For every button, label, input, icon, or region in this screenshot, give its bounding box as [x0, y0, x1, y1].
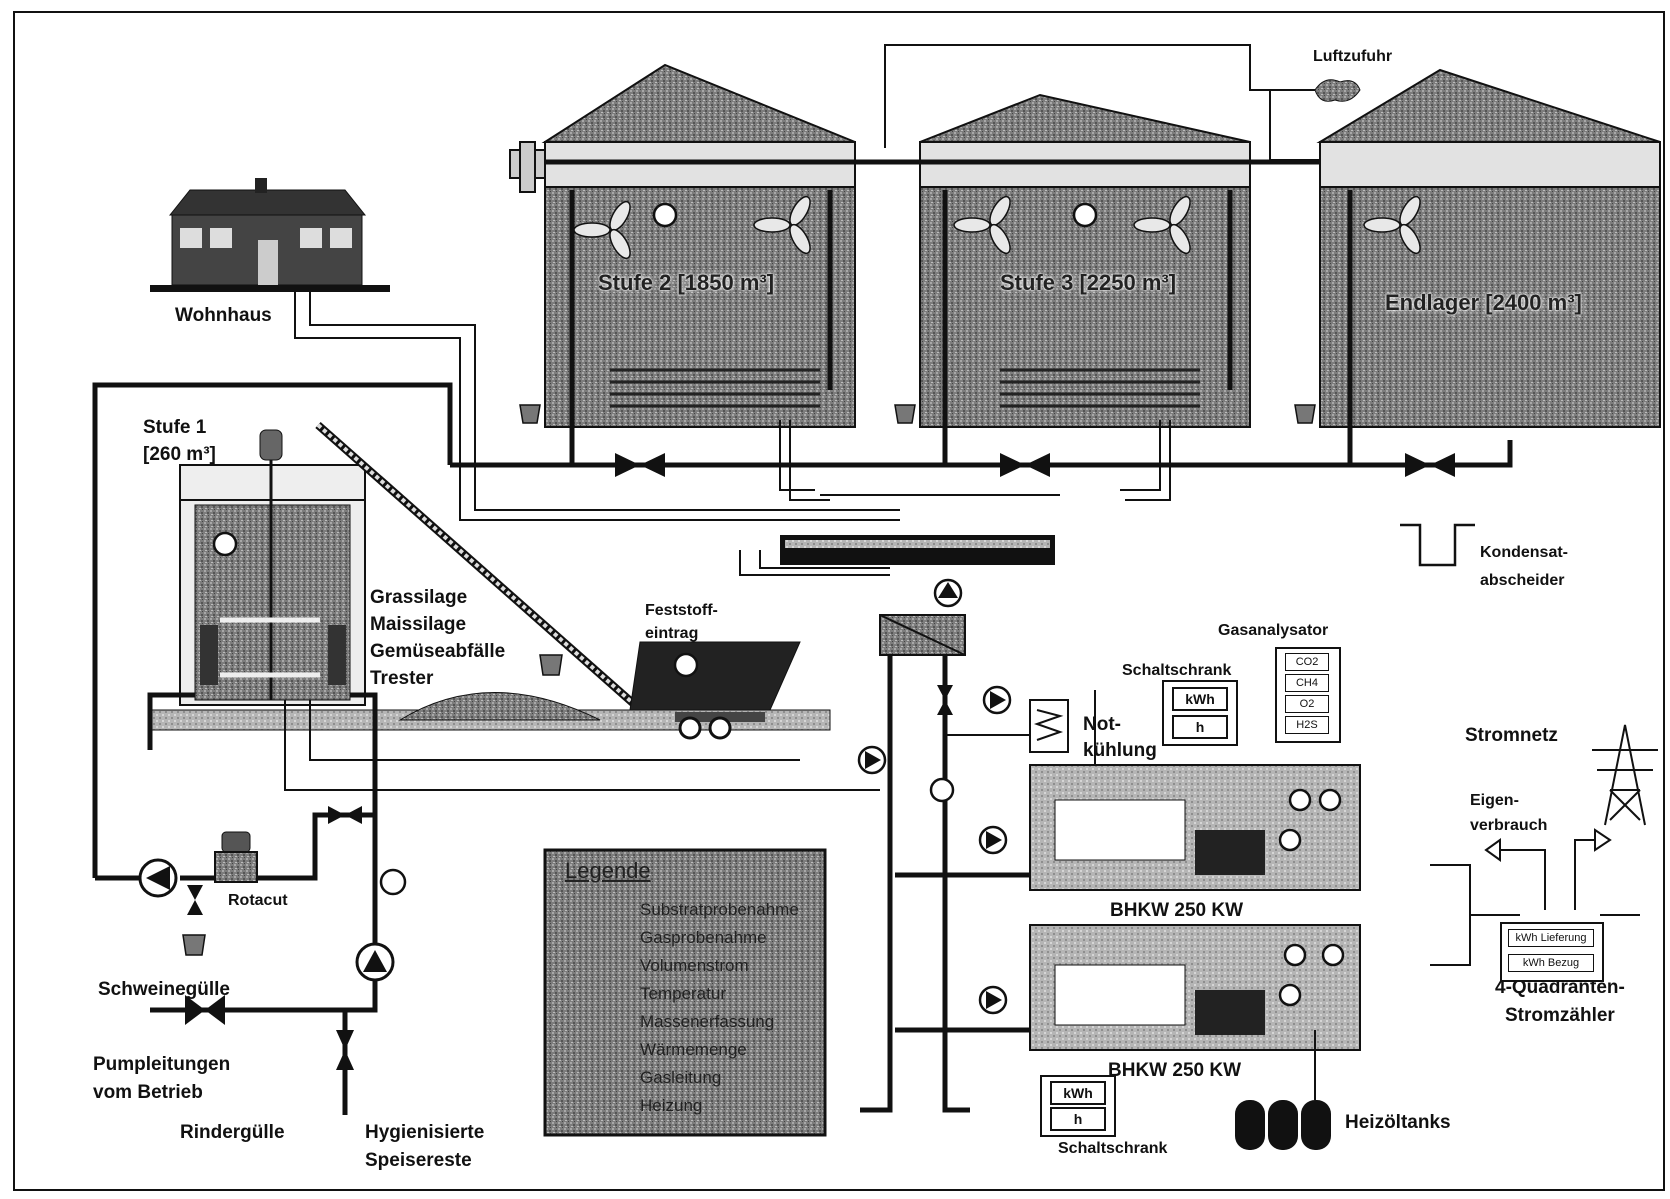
label-endlager: Endlager [2400 m³] [1385, 288, 1582, 319]
legend-item-5: Massenerfassung [640, 1010, 774, 1034]
label-hygienisierte-2: Speisereste [365, 1148, 472, 1175]
label-kondensat-1: Kondensat- [1480, 542, 1568, 564]
label-gasanalysator: Gasanalysator [1218, 620, 1328, 642]
legend-item-6: Wärmemenge [640, 1038, 747, 1062]
heat-distribution-manifold [780, 535, 1055, 565]
label-stufe1-name: Stufe 1 [143, 415, 206, 442]
meter-h: h [1172, 715, 1228, 739]
label-stromnetz: Stromnetz [1465, 723, 1558, 750]
switch-cabinet-bottom: kWh h [1040, 1075, 1116, 1137]
label-feststoff-2: eintrag [645, 623, 698, 645]
gas-analyzer-row-o2: O2 [1285, 695, 1329, 713]
gas-outlet-pipe [510, 142, 545, 192]
four-quadrant-meter: kWh Lieferung kWh Bezug [1500, 922, 1604, 982]
power-flow-arrows [1486, 830, 1610, 910]
tank-endlager [1320, 70, 1660, 427]
gas-analyzer-box: CO2 CH4 O2 H2S [1275, 647, 1341, 743]
tank-stufe-3 [920, 95, 1250, 427]
rotacut-machine [215, 832, 257, 882]
meter-h: h [1050, 1107, 1106, 1131]
gas-analyzer-row-h2s: H2S [1285, 716, 1329, 734]
meter-row-lieferung: kWh Lieferung [1508, 929, 1594, 947]
emergency-cooler [1030, 700, 1068, 752]
label-kondensat-2: abscheider [1480, 570, 1564, 592]
label-stufe2: Stufe 2 [1850 m³] [598, 268, 774, 299]
legend-item-7: Gasleitung [640, 1066, 721, 1090]
label-notkuehlung-1: Not- [1083, 712, 1121, 739]
bhkw-unit-1 [1030, 765, 1360, 890]
legend-title: Legende [565, 856, 651, 887]
substrate-pile [400, 693, 600, 721]
label-schaltschrank-bottom: Schaltschrank [1058, 1138, 1167, 1160]
label-notkuehlung-2: kühlung [1083, 738, 1157, 765]
power-pylon-icon [1592, 725, 1658, 825]
gas-analyzer-row-co2: CO2 [1285, 653, 1329, 671]
label-stufe1-volume: [260 m³] [143, 442, 216, 469]
label-substrate-3: Gemüseabfälle [370, 639, 505, 666]
label-bhkw-1: BHKW 250 KW [1110, 898, 1243, 925]
label-luftzufuhr: Luftzufuhr [1313, 46, 1392, 68]
label-substrate-1: Grassilage [370, 585, 467, 612]
label-feststoff-1: Feststoff- [645, 600, 718, 622]
label-schweineguelle: Schweinegülle [98, 977, 230, 1004]
label-bhkw-2: BHKW 250 KW [1108, 1058, 1241, 1085]
legend-item-3: Volumenstrom [640, 954, 749, 978]
label-eigenverbrauch-2: verbrauch [1470, 815, 1547, 837]
label-wohnhaus: Wohnhaus [175, 303, 272, 330]
fuel-oil-tanks [1235, 1100, 1331, 1150]
label-pumpleitungen-2: vom Betrieb [93, 1080, 203, 1107]
label-hygienisierte-1: Hygienisierte [365, 1120, 484, 1147]
label-substrate-2: Maissilage [370, 612, 466, 639]
house-icon [150, 178, 390, 292]
label-substrate-4: Trester [370, 666, 433, 693]
label-stufe3: Stufe 3 [2250 m³] [1000, 268, 1176, 299]
switch-cabinet-top: kWh h [1162, 680, 1238, 746]
label-stromzaehler-2: Stromzähler [1505, 1003, 1615, 1030]
legend-item-4: Temperatur [640, 982, 726, 1006]
air-supply-icon [1315, 80, 1360, 101]
legend-item-8: Heizung [640, 1094, 702, 1118]
meter-kwh: kWh [1172, 687, 1228, 711]
label-pumpleitungen-1: Pumpleitungen [93, 1052, 230, 1079]
label-rinderguelle: Rindergülle [180, 1120, 285, 1147]
heat-exchanger [880, 615, 965, 655]
condensate-separator-icon [1400, 525, 1475, 565]
gas-analyzer-row-ch4: CH4 [1285, 674, 1329, 692]
legend-item-1: Substratprobenahme [640, 898, 799, 922]
meter-kwh: kWh [1050, 1081, 1106, 1105]
label-heizoeltanks: Heizöltanks [1345, 1110, 1451, 1137]
label-rotacut: Rotacut [228, 890, 288, 912]
meter-row-bezug: kWh Bezug [1508, 954, 1594, 972]
bhkw-unit-2 [1030, 925, 1360, 1050]
label-eigenverbrauch-1: Eigen- [1470, 790, 1519, 812]
legend-item-2: Gasprobenahme [640, 926, 767, 950]
